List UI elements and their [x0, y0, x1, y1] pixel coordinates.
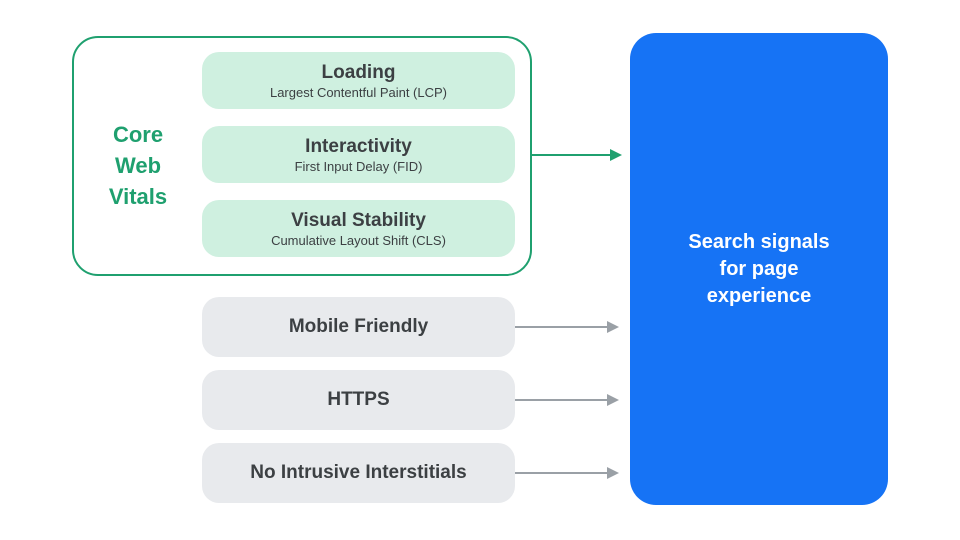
- vital-visual-stability-subtitle: Cumulative Layout Shift (CLS): [271, 232, 446, 248]
- search-signals-label: Search signals for page experience: [688, 229, 829, 310]
- arrow-head-icon: [607, 394, 619, 406]
- signal-https-label: HTTPS: [327, 389, 390, 410]
- vital-interactivity-subtitle: First Input Delay (FID): [294, 158, 423, 174]
- arrow-https-icon: [515, 394, 619, 406]
- arrow-shaft: [515, 399, 609, 401]
- signal-mobile-friendly: Mobile Friendly: [202, 297, 515, 357]
- signal-no-intrusive-interstitials: No Intrusive Interstitials: [202, 443, 515, 503]
- search-signals-box: Search signals for page experience: [630, 33, 888, 505]
- search-signals-label-line: for page: [719, 257, 799, 280]
- search-signals-label-line: Search signals: [688, 230, 830, 253]
- arrow-shaft: [515, 326, 609, 328]
- core-web-vitals-label-line: Web: [114, 153, 162, 178]
- arrow-no-intrusive-interstitials-icon: [515, 467, 619, 479]
- search-signals-label-line: experience: [706, 284, 812, 307]
- arrow-head-icon: [607, 321, 619, 333]
- vital-loading: Loading Largest Contentful Paint (LCP): [202, 52, 515, 109]
- vital-loading-subtitle: Largest Contentful Paint (LCP): [269, 84, 448, 100]
- vital-visual-stability-title: Visual Stability: [291, 209, 426, 231]
- core-web-vitals-label-line: Vitals: [108, 184, 168, 209]
- core-web-vitals-label: Core Web Vitals: [76, 119, 200, 212]
- arrow-shaft: [515, 472, 609, 474]
- vital-interactivity-title: Interactivity: [305, 135, 412, 157]
- vital-loading-title: Loading: [321, 61, 396, 83]
- vital-interactivity: Interactivity First Input Delay (FID): [202, 126, 515, 183]
- arrow-head-icon: [607, 467, 619, 479]
- arrow-mobile-friendly-icon: [515, 321, 619, 333]
- signal-https: HTTPS: [202, 370, 515, 430]
- core-web-vitals-label-line: Core: [112, 122, 164, 147]
- arrow-core-web-vitals-icon: [532, 149, 622, 161]
- arrow-head-icon: [610, 149, 622, 161]
- signal-mobile-friendly-label: Mobile Friendly: [288, 316, 429, 337]
- signal-no-intrusive-interstitials-label: No Intrusive Interstitials: [250, 462, 467, 483]
- arrow-shaft: [532, 154, 612, 156]
- vital-visual-stability: Visual Stability Cumulative Layout Shift…: [202, 200, 515, 257]
